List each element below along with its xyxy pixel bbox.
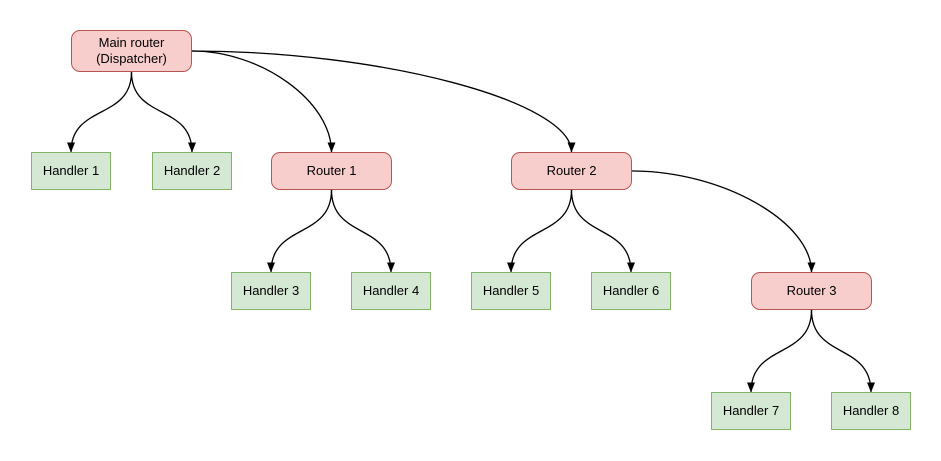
node-handler-8: Handler 8 <box>831 392 911 430</box>
edge-main-router-to-router-1 <box>191 50 336 153</box>
node-handler-1: Handler 1 <box>31 152 111 190</box>
node-handler-3: Handler 3 <box>231 272 311 310</box>
node-handler-5: Handler 5 <box>471 272 551 310</box>
edge-router-1-to-handler-4 <box>330 189 395 273</box>
edge-main-router-to-handler-2 <box>130 71 196 153</box>
edge-router-3-to-handler-8 <box>810 309 875 393</box>
node-router-3: Router 3 <box>751 272 872 310</box>
node-main-router: Main router (Dispatcher) <box>71 30 192 72</box>
node-router-2: Router 2 <box>511 152 632 190</box>
edge-router-3-to-handler-7 <box>747 309 813 393</box>
node-handler-4: Handler 4 <box>351 272 431 310</box>
edge-main-router-to-handler-1 <box>67 71 133 153</box>
edge-main-router-to-router-2 <box>191 50 576 153</box>
edge-router-1-to-handler-3 <box>267 189 333 273</box>
node-handler-2: Handler 2 <box>152 152 232 190</box>
node-router-1: Router 1 <box>271 152 392 190</box>
edge-router-2-to-handler-6 <box>570 189 635 273</box>
edge-router-2-to-router-3 <box>631 170 816 273</box>
node-handler-6: Handler 6 <box>591 272 671 310</box>
edge-router-2-to-handler-5 <box>507 189 573 273</box>
node-handler-7: Handler 7 <box>711 392 791 430</box>
